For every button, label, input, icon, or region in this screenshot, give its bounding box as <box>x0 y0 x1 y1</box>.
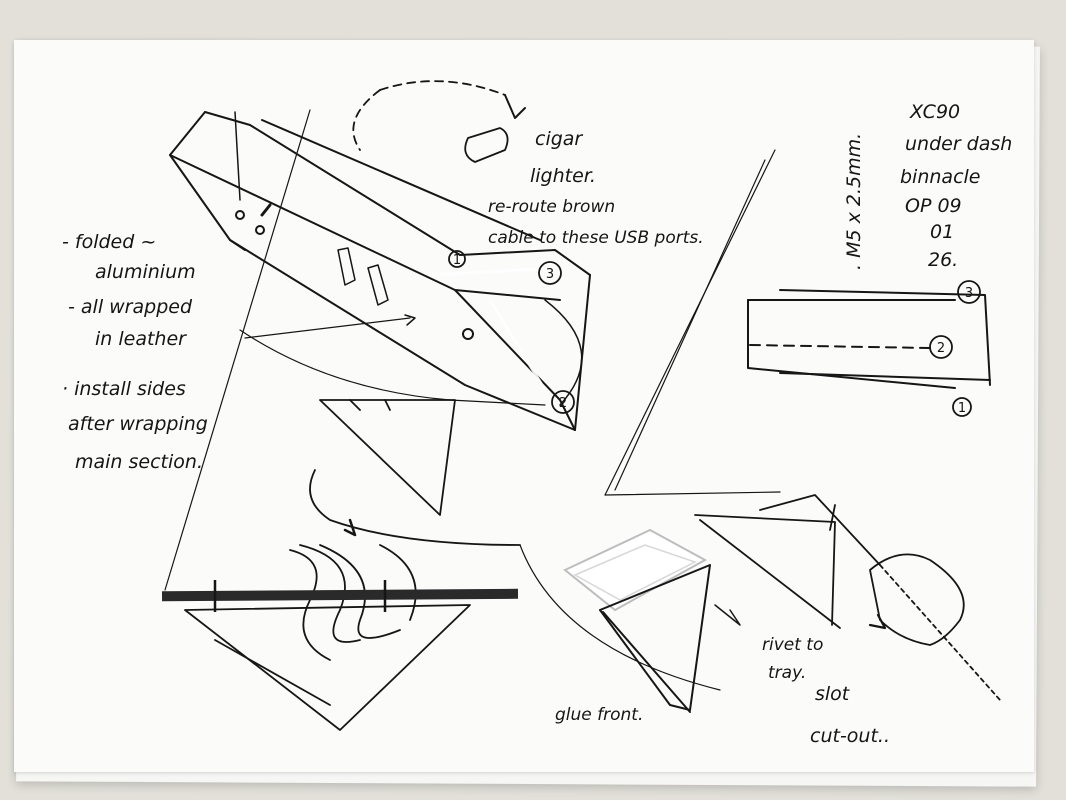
note-install-1: · install sides <box>62 378 186 400</box>
construction-lines <box>164 109 781 591</box>
note-leather: in leather <box>95 328 187 350</box>
marker-2-a: 2 <box>559 396 567 411</box>
cigar-lighter-sketch <box>352 80 526 163</box>
glue-highlight <box>429 266 556 391</box>
note-xc90: XC90 <box>909 101 960 123</box>
marker-3-b: 3 <box>965 286 973 301</box>
marker-3-a: 3 <box>546 267 554 282</box>
note-op: OP 09 <box>905 195 962 217</box>
main-bracket-sketch <box>169 111 591 431</box>
note-01: 01 <box>930 221 954 243</box>
note-aluminium: aluminium <box>95 261 196 283</box>
note-slot: slot <box>815 683 851 705</box>
note-under-dash: under dash <box>905 133 1012 155</box>
note-wrapped: - all wrapped <box>68 296 193 318</box>
slot-cutout-bracket <box>694 494 1001 701</box>
annotations: - folded ~ aluminium - all wrapped in le… <box>62 101 1012 747</box>
note-26: 26. <box>928 249 958 271</box>
note-cigar: cigar <box>535 128 583 150</box>
side-view-sketch <box>747 289 991 389</box>
note-install-3: main section. <box>75 451 203 473</box>
rail-bar <box>161 580 519 612</box>
note-bolt-size: . M5 x 2.5mm. <box>843 133 865 270</box>
note-lighter: lighter. <box>530 165 596 187</box>
marker-2-b: 2 <box>937 341 945 356</box>
note-binnacle: binnacle <box>900 166 980 188</box>
note-reroute-2: cable to these USB ports. <box>488 228 704 248</box>
bracket-side-sketch <box>184 399 721 731</box>
note-folded: - folded ~ <box>62 231 156 253</box>
glue-front-bracket <box>563 528 711 713</box>
note-reroute-1: re-route brown <box>488 197 615 217</box>
note-install-2: after wrapping <box>68 413 208 435</box>
marker-1-a: 1 <box>453 253 461 268</box>
note-rivet-2: tray. <box>768 663 806 683</box>
note-rivet-1: rivet to <box>762 635 823 655</box>
marker-1-b: 1 <box>958 401 966 416</box>
note-cut-out: cut-out.. <box>810 725 890 747</box>
marker-labels: 1 3 2 3 2 1 <box>453 253 973 416</box>
position-markers <box>448 250 981 417</box>
note-glue-front: glue front. <box>555 705 643 725</box>
